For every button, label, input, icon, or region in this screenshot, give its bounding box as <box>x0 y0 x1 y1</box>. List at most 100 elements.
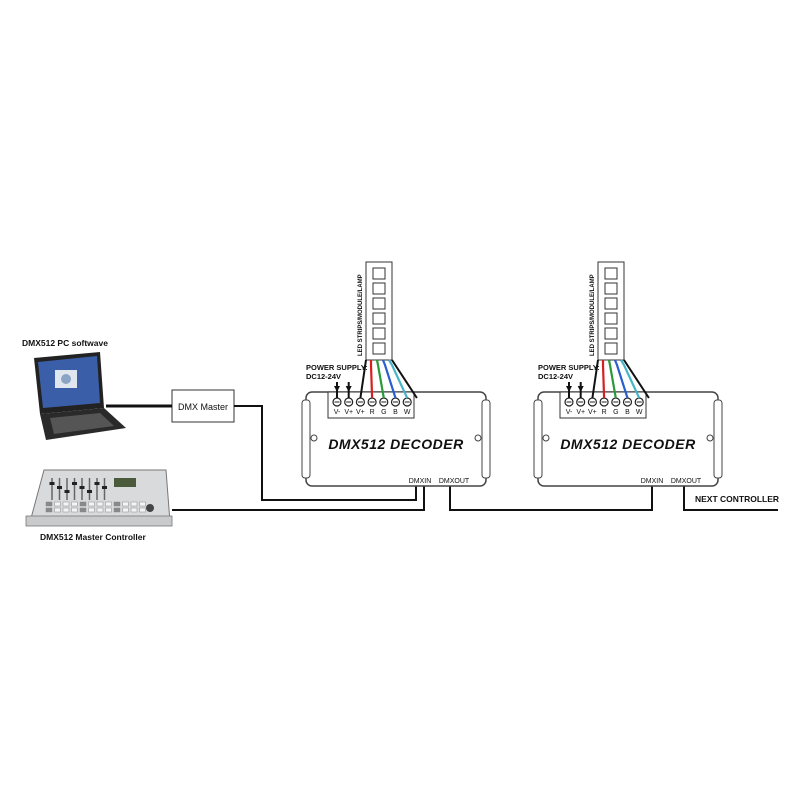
controller-key <box>105 507 112 513</box>
dmx-out-label: DMXOUT <box>671 478 702 485</box>
led-common-wire <box>591 359 599 399</box>
led-wire <box>388 359 409 399</box>
fader-knob <box>102 486 107 489</box>
controller-key <box>113 501 121 507</box>
dmx-in-label: DMXIN <box>641 478 664 485</box>
led-wire <box>620 359 641 399</box>
led-segment <box>604 312 618 325</box>
controller-key <box>62 501 70 507</box>
terminal-label: R <box>602 409 607 416</box>
led-wire <box>369 360 374 399</box>
decoder-1: DMX512 DECODER DMXIN DMXOUT POWER SUPPLY:DC… <box>301 261 491 487</box>
controller-key <box>130 501 138 507</box>
decoder-title: DMX512 DECODER <box>560 436 696 452</box>
controller-key <box>88 501 95 507</box>
controller-key <box>71 501 78 507</box>
terminal-label: B <box>393 409 398 416</box>
power-voltage-label: DC12-24V <box>306 372 341 381</box>
controller-key <box>54 507 61 513</box>
dmx-controller-icon <box>25 469 173 527</box>
controller-key <box>130 507 138 513</box>
controller-key <box>96 507 104 513</box>
terminal-label: V+ <box>576 409 585 416</box>
power-wire-arrow <box>577 386 584 392</box>
led-return-wire <box>391 359 418 399</box>
power-supply-label: POWER SUPPLY: <box>306 363 368 372</box>
led-common-wire <box>359 359 367 399</box>
led-wire <box>607 359 617 399</box>
led-return-wire <box>623 359 650 399</box>
controller-key <box>113 507 121 513</box>
controller-label: DMX512 Master Controller <box>40 532 146 542</box>
led-wire <box>381 359 397 399</box>
terminal-label: W <box>404 409 411 416</box>
led-wire <box>375 359 385 399</box>
controller-key <box>122 507 129 513</box>
controller-key <box>54 501 61 507</box>
controller-key <box>79 501 87 507</box>
controller-key <box>62 507 70 513</box>
fader-knob <box>79 486 85 489</box>
fader-knob <box>64 490 70 493</box>
led-segment <box>604 267 618 280</box>
led-segment <box>372 342 386 355</box>
controller-key <box>139 507 146 513</box>
power-supply-label: POWER SUPPLY: <box>538 363 600 372</box>
led-segment <box>604 282 618 295</box>
led-segment <box>372 312 386 325</box>
dmx-master-label: DMX Master <box>178 402 228 412</box>
fader-knob <box>94 482 100 485</box>
fader-knob <box>87 490 92 493</box>
controller-key <box>88 507 95 513</box>
fader-knob <box>57 486 62 489</box>
laptop-icon <box>34 352 126 440</box>
led-wire <box>601 360 606 399</box>
led-wire <box>613 359 629 399</box>
terminal-label: B <box>625 409 630 416</box>
controller-key <box>105 501 112 507</box>
dmx-cabling <box>106 404 778 511</box>
terminal-label: G <box>381 409 386 416</box>
power-voltage-label: DC12-24V <box>538 372 573 381</box>
decoder-2: DMX512 DECODER DMXIN DMXOUT POWER SUPPLY:DC… <box>533 261 723 487</box>
led-segment <box>604 342 618 355</box>
terminal-label: V- <box>334 409 341 416</box>
terminal-label: W <box>636 409 643 416</box>
terminal-label: V+ <box>344 409 353 416</box>
controller-key <box>71 507 78 513</box>
led-segment <box>372 297 386 310</box>
led-segment <box>604 327 618 340</box>
led-segment <box>372 267 386 280</box>
power-wire-arrow <box>334 386 340 392</box>
decoder-title: DMX512 DECODER <box>328 436 464 452</box>
decoder-left-flange <box>533 399 543 479</box>
fader-knob <box>49 482 55 485</box>
controller-key <box>139 501 146 507</box>
led-segment <box>604 297 618 310</box>
terminal-label: G <box>613 409 618 416</box>
pc-label: DMX512 PC softwave <box>22 338 108 348</box>
decoder-right-flange <box>481 399 491 479</box>
decoder-left-flange <box>301 399 311 479</box>
led-strip-label: LED STRIPS/MODULE/LAMP <box>358 274 364 356</box>
dmx-out-label: DMXOUT <box>439 478 470 485</box>
power-wire-arrow <box>345 386 352 392</box>
controller-key <box>79 507 87 513</box>
led-segment <box>372 327 386 340</box>
decoder-right-flange <box>713 399 723 479</box>
fader-knob <box>72 482 77 485</box>
power-wire-arrow <box>566 386 572 392</box>
controller-key <box>96 501 104 507</box>
dmx-in-label: DMXIN <box>409 478 432 485</box>
next-controller-label: NEXT CONTROLLER <box>695 494 779 504</box>
controller-key <box>122 501 129 507</box>
terminal-label: V+ <box>356 409 365 416</box>
mounting-hole <box>474 434 482 442</box>
mounting-hole <box>706 434 714 442</box>
led-strip-label: LED STRIPS/MODULE/LAMP <box>590 274 596 356</box>
controller-key <box>45 507 53 513</box>
led-segment <box>372 282 386 295</box>
terminal-label: R <box>370 409 375 416</box>
terminal-label: V+ <box>588 409 597 416</box>
